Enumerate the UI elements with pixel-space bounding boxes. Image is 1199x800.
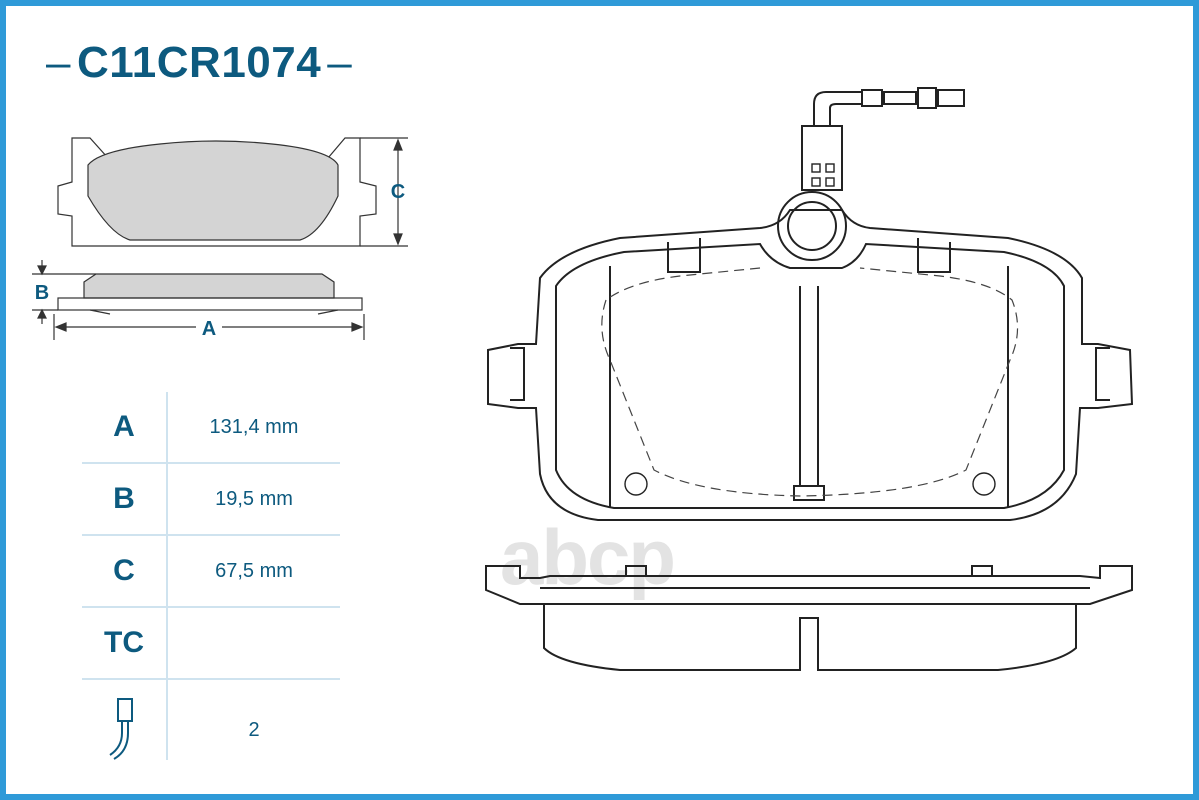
wear-sensor-wire — [813, 87, 965, 126]
dimension-b-label: B — [35, 282, 49, 304]
spec-key: TC — [104, 626, 144, 659]
spec-value: 67,5 mm — [215, 559, 293, 582]
spec-key: A — [113, 410, 135, 443]
spec-row-tc: TC — [82, 608, 340, 680]
pad-friction-area — [87, 140, 339, 241]
spec-row-a: A 131,4 mm — [82, 392, 340, 464]
dimension-c-label: C — [391, 181, 405, 203]
dimension-a-label: A — [202, 318, 216, 340]
spec-row-sensor: 2 — [82, 680, 340, 780]
pad-side-view — [32, 273, 363, 315]
pad-side-section — [485, 565, 1133, 671]
dimension-b-arrow — [37, 260, 47, 324]
dimension-c-arrow — [393, 138, 403, 246]
spec-value: 131,4 mm — [209, 415, 299, 438]
sensor-icon — [82, 680, 166, 780]
watermark-logo: abcp — [500, 513, 676, 601]
spec-key: C — [113, 554, 135, 587]
title-dash-left: – — [46, 38, 71, 87]
spec-value — [168, 608, 340, 678]
spec-table: A 131,4 mm B 19,5 mm C 67,5 mm TC 2 — [82, 392, 340, 780]
table-divider — [166, 392, 168, 760]
spec-row-b: B 19,5 mm — [82, 464, 340, 536]
pad-front-view — [487, 125, 1134, 521]
spec-value: 2 — [248, 718, 260, 741]
part-number-title: –C11CR1074– — [40, 38, 358, 88]
pad-top-view — [57, 137, 408, 247]
dimension-a-arrow — [53, 314, 365, 340]
title-dash-right: – — [327, 38, 353, 87]
spec-key: B — [113, 482, 135, 515]
spec-row-c: C 67,5 mm — [82, 536, 340, 608]
pad-dashed-outline — [601, 267, 1019, 497]
part-number: C11CR1074 — [76, 38, 322, 87]
spec-value: 19,5 mm — [215, 487, 293, 510]
